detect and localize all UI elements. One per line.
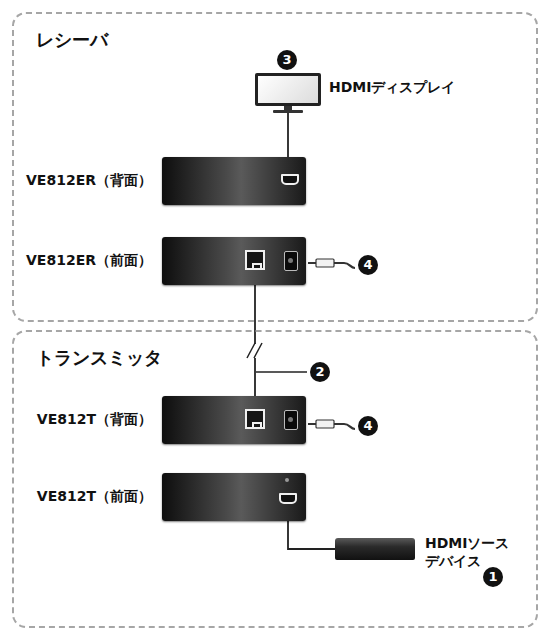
rj45-port (245, 409, 265, 429)
power-plug (308, 420, 355, 429)
callout-number: 3 (277, 50, 297, 70)
callout-number: 4 (358, 416, 378, 436)
rj45-port (245, 250, 265, 270)
receiver-unit: VE812ER（前面） (162, 237, 306, 285)
transmitter-region: トランスミッタ VE812T（背面） VE812T（前面） HDMIソース デバイス (12, 330, 538, 628)
callout-number: 4 (358, 255, 378, 275)
callout-number: 1 (483, 567, 503, 587)
power-jack (284, 251, 298, 271)
hdmi-source-device: HDMIソース デバイス (335, 538, 415, 560)
hdmi-display: HDMIディスプレイ (255, 73, 321, 113)
leader-line (256, 371, 307, 373)
monitor-base (273, 110, 303, 113)
power-hole (288, 258, 293, 263)
transmitter-unit: VE812T（前面） (162, 473, 306, 521)
device-label: VE812T（前面） (37, 488, 152, 506)
power-jack (284, 410, 298, 430)
monitor-screen (258, 76, 318, 103)
receiver-unit: VE812ER（背面） (162, 157, 306, 205)
region-heading: レシーバ (36, 28, 108, 52)
device-label: VE812T（背面） (37, 411, 152, 429)
device-label: HDMIソース デバイス (425, 535, 513, 570)
rj45-notch (252, 263, 262, 270)
monitor-frame (255, 73, 321, 106)
cable-line (254, 285, 256, 396)
hdmi-port (279, 493, 297, 504)
power-hole (288, 417, 293, 422)
break-mark (247, 343, 255, 358)
hdmi-port (281, 174, 299, 185)
cable-line (287, 113, 289, 157)
callout-number: 2 (310, 362, 330, 382)
cable-line (288, 521, 335, 549)
power-plug (308, 259, 355, 268)
region-heading: トランスミッタ (36, 346, 162, 370)
break-mark (254, 343, 262, 358)
transmitter-unit: VE812T（背面） (162, 396, 306, 444)
receiver-region: レシーバ HDMIディスプレイ VE812ER（背面） VE812ER（前面） (12, 12, 538, 322)
break-gap (246, 344, 264, 358)
led (285, 478, 289, 482)
device-label: HDMIディスプレイ (329, 79, 455, 97)
rj45-notch (252, 422, 262, 429)
device-label: VE812ER（背面） (26, 172, 152, 190)
device-label: VE812ER（前面） (26, 252, 152, 270)
